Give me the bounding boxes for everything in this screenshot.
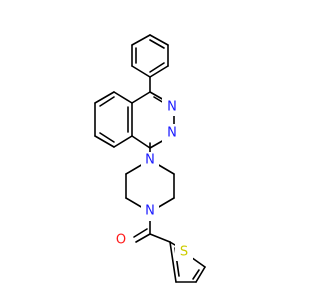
atom-label-piperazine-n-bottom: N xyxy=(145,204,155,219)
carbonyl-double-bond xyxy=(133,228,151,243)
atom-label-nitrogen-upper: N xyxy=(167,100,177,115)
atom-label-sulfur: S xyxy=(180,245,188,260)
atom-label-oxygen: O xyxy=(116,233,126,248)
atom-label-piperazine-n-top: N xyxy=(145,153,155,168)
benzo-ring xyxy=(94,91,133,148)
carbonyl-thiophene-bond xyxy=(149,233,171,243)
piperazine-ring xyxy=(125,163,175,209)
phenyl-ring xyxy=(131,34,169,78)
atom-label-nitrogen-lower: N xyxy=(167,126,177,141)
molecule-structure: N N N N O S xyxy=(94,34,206,283)
atom-labels: N N N N O S xyxy=(112,98,193,261)
